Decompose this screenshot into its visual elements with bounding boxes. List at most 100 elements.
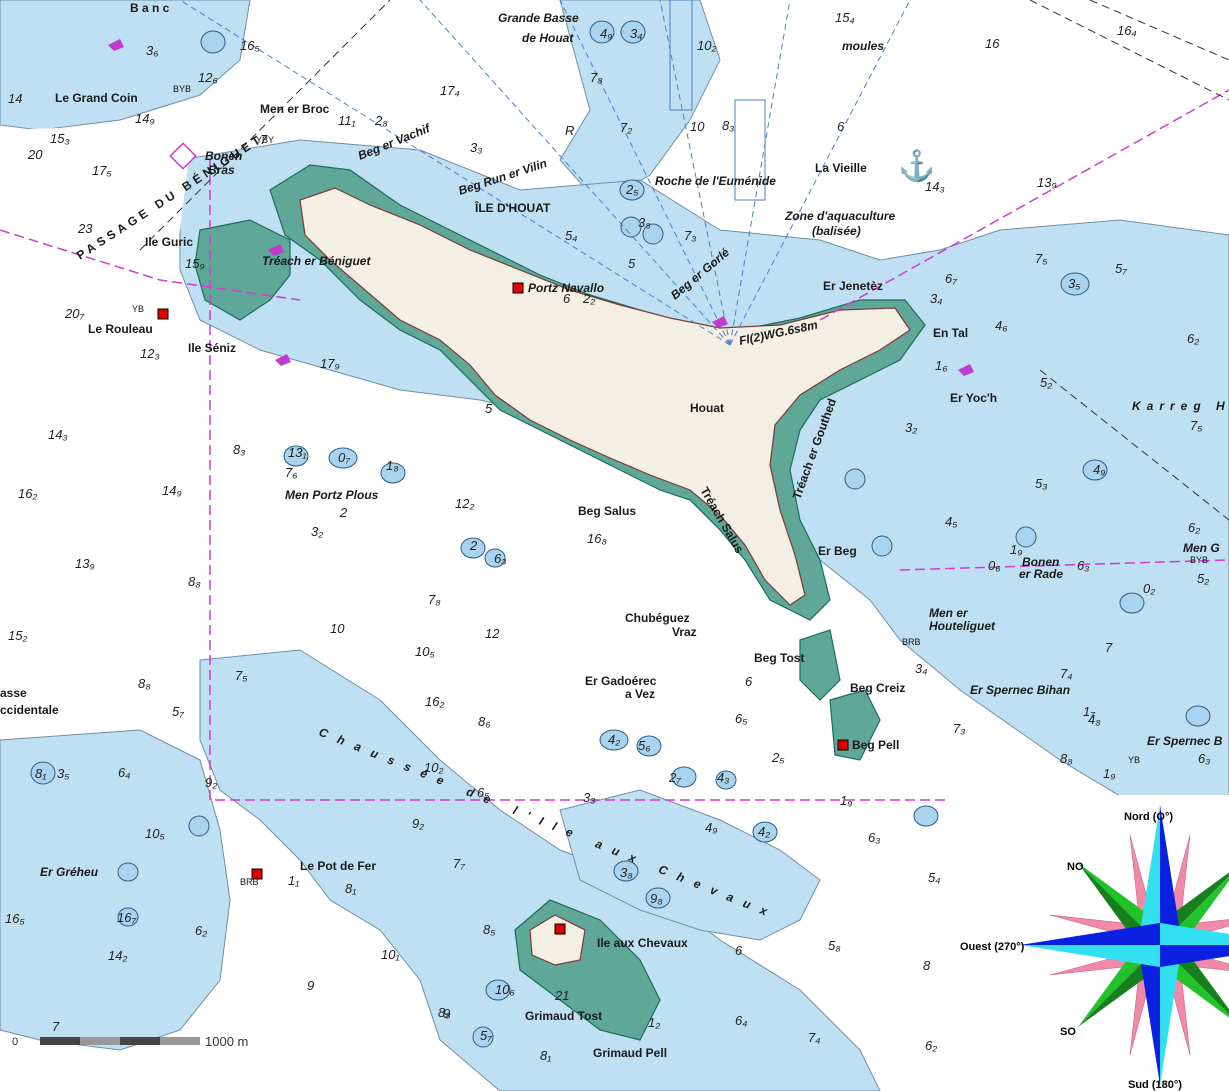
- sounding: 7₂: [620, 120, 632, 135]
- red-marker: [512, 282, 524, 294]
- place-label: Houat: [690, 401, 724, 415]
- sounding: 4₂: [608, 732, 620, 747]
- sounding: 9₈: [650, 891, 663, 906]
- sounding: 7₄: [1060, 666, 1072, 681]
- place-label: Er Beg: [818, 544, 857, 558]
- aquaculture-zone: [734, 99, 766, 201]
- sounding: 1₉: [1103, 766, 1115, 781]
- sounding: 7₅: [1035, 251, 1048, 266]
- sounding: 7₅: [235, 668, 248, 683]
- scale-label: 1000 m: [205, 1034, 248, 1049]
- sounding: 3₅: [1068, 276, 1081, 291]
- compass-rose: Nord (O°) Ouest (270°) Sud (180°) NO SO: [945, 795, 1229, 1091]
- sounding: 12₂: [455, 496, 474, 511]
- place-label: Portz Navallo: [528, 281, 604, 295]
- sounding: 3₂: [311, 524, 323, 539]
- sounding: 1₉: [840, 793, 852, 808]
- sounding: 17₄: [440, 83, 460, 98]
- sounding: 8₃: [233, 442, 245, 457]
- sounding: 7₈: [428, 592, 441, 607]
- sounding: 7₃: [953, 721, 965, 736]
- island-name: ÎLE D'HOUAT: [474, 200, 551, 215]
- sounding: 6₂: [925, 1038, 937, 1053]
- sounding: 5₆: [638, 738, 651, 753]
- moules-label: moules: [842, 39, 884, 53]
- sounding: 3₈: [620, 865, 633, 880]
- compass-sw: SO: [1060, 1026, 1076, 1038]
- sounding: 10₁: [381, 947, 400, 962]
- place-label: Houteliguet: [929, 619, 996, 633]
- sounding: 9₂: [205, 775, 217, 790]
- place-label: Le Pot de Fer: [300, 859, 376, 873]
- place-labels: Grande Basse de Houat Le Grand Coin Men …: [0, 1, 1223, 1060]
- sounding: 6₃: [494, 551, 506, 566]
- sounding: 7: [52, 1019, 60, 1034]
- sounding: 8₅: [483, 922, 496, 937]
- leading-lines: [139, 0, 1229, 521]
- place-label: Er Spernec Bihan: [970, 683, 1070, 697]
- sounding: 2: [339, 505, 348, 520]
- sounding: 6₇: [945, 271, 957, 286]
- place-label: Grande Basse: [498, 11, 579, 25]
- sounding: 5₄: [565, 228, 577, 243]
- sounding: 5₇: [480, 1028, 492, 1043]
- sounding: 7₈: [590, 70, 603, 85]
- sounding: 0₆: [988, 558, 1001, 573]
- sounding: 15₂: [8, 628, 27, 643]
- sounding: 5₇: [1115, 261, 1127, 276]
- place-label: Grimaud Tost: [525, 1009, 602, 1023]
- sounding: 16₄: [1117, 23, 1137, 38]
- sounding: 11₁: [338, 113, 356, 128]
- sounding: 6₂: [195, 923, 207, 938]
- sounding: 2: [469, 538, 478, 553]
- light-sector-lines: [179, 0, 911, 346]
- sounding: 14₃: [48, 427, 68, 442]
- sounding: 7₅: [1190, 418, 1203, 433]
- sounding: 13₉: [1037, 175, 1057, 190]
- place-label: Le Rouleau: [88, 322, 153, 336]
- sounding: 6₃: [1077, 558, 1089, 573]
- place-label: Er Gadoérec: [585, 674, 657, 688]
- sounding: 8₈: [1060, 751, 1073, 766]
- buoy-label: YBY: [256, 135, 274, 145]
- sounding: 10₅: [415, 644, 435, 659]
- sounding: 6: [563, 291, 571, 306]
- sounding: 5₇: [172, 704, 184, 719]
- place-label: Men er Broc: [260, 102, 330, 116]
- sounding: 3₅: [57, 766, 70, 781]
- sounding: 12: [485, 626, 500, 641]
- sounding: 5₄: [928, 870, 940, 885]
- compass-nw: NO: [1067, 861, 1084, 873]
- sounding: 20₇: [64, 306, 84, 321]
- place-label: Er Gréheu: [40, 865, 99, 879]
- sounding: 3₄: [630, 26, 642, 41]
- red-markers: [157, 282, 849, 935]
- sounding: 7: [1105, 640, 1113, 655]
- sounding: 10₆: [495, 982, 515, 997]
- sounding: 8₈: [188, 574, 201, 589]
- sounding: 4₉: [1093, 462, 1105, 477]
- sounding: 8₁: [540, 1048, 551, 1063]
- red-marker: [837, 739, 849, 751]
- place-label: de Houat: [522, 31, 574, 45]
- place-label: Ile Séniz: [188, 341, 236, 355]
- sounding: 20: [27, 147, 43, 162]
- place-label: En Tal: [933, 326, 968, 340]
- place-label: Men G: [1183, 541, 1220, 555]
- place-label: er Rade: [1019, 567, 1063, 581]
- sounding: 9: [307, 978, 314, 993]
- sounding: 9₂: [412, 816, 424, 831]
- sounding: 1₆: [935, 358, 948, 373]
- place-label: Vraz: [672, 625, 697, 639]
- land: [299, 187, 911, 966]
- sounding: 4₂: [758, 824, 770, 839]
- place-label: Ile aux Chevaux: [597, 936, 688, 950]
- sounding: 17₉: [320, 356, 340, 371]
- sounding: 8₁: [345, 881, 356, 896]
- buoy-label: BRB: [240, 877, 259, 887]
- zone-note: (balisée): [812, 224, 861, 238]
- limit-lines: [0, 89, 1229, 801]
- place-label: Beg Tost: [754, 651, 804, 665]
- place-label: Grimaud Pell: [593, 1046, 667, 1060]
- place-label: La Vieille: [815, 161, 867, 175]
